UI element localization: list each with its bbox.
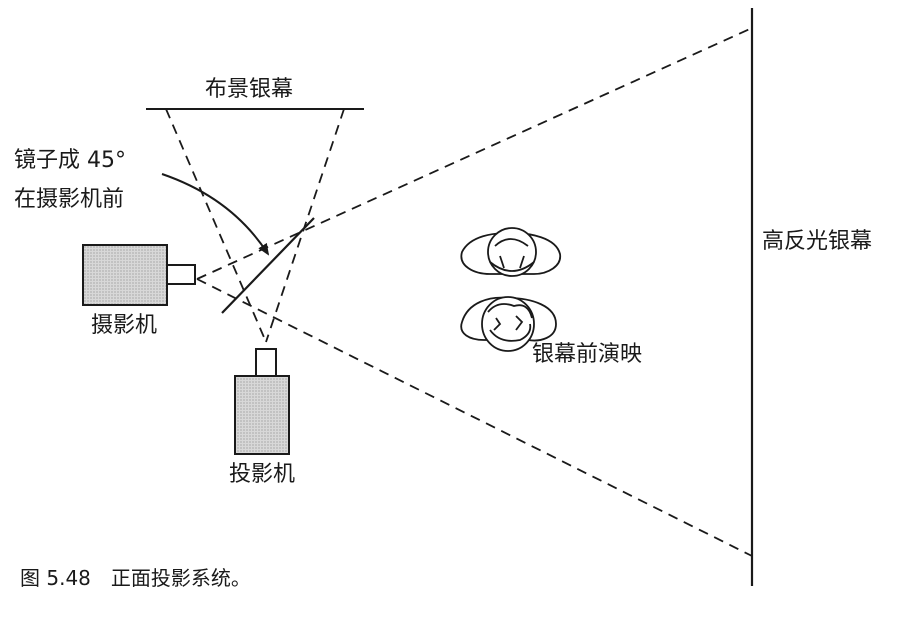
- projector-lens: [255, 348, 277, 377]
- camera-lens: [166, 264, 196, 285]
- mirror-label-line1: 镜子成 45°: [14, 148, 126, 173]
- performer-2: [460, 296, 557, 352]
- projection-rays: [165, 27, 753, 557]
- mirror: [221, 217, 315, 314]
- projector-label: 投影机: [229, 462, 296, 487]
- performance-label: 银幕前演映: [532, 342, 643, 367]
- figure-caption: 图 5.48 正面投影系统。: [20, 566, 251, 590]
- camera-label: 摄影机: [91, 313, 158, 338]
- projector-body: [234, 375, 290, 455]
- mirror-arrow: [161, 173, 270, 256]
- background-screen-label: 布景银幕: [205, 77, 294, 102]
- performer-1: [460, 227, 561, 277]
- mirror-label-line2: 在摄影机前: [14, 187, 125, 212]
- camera-body: [82, 244, 168, 306]
- high-reflect-screen-label: 高反光银幕: [762, 229, 873, 254]
